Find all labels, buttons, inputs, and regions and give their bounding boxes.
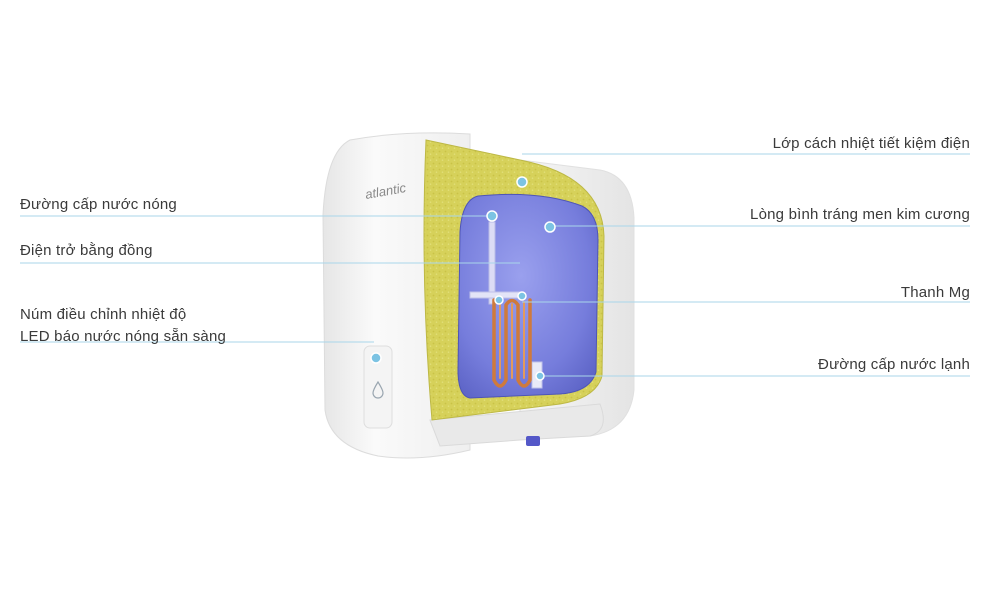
dot-led (370, 352, 382, 364)
label-cold-water-pipe: Đường cấp nước lạnh (818, 356, 970, 373)
label-enamel-tank: Lòng bình tráng men kim cương (750, 206, 970, 223)
label-group-control: Núm điều chỉnh nhiệt độ LED báo nước nón… (20, 304, 226, 348)
dot-enamel (544, 221, 556, 233)
water-drop-icon (372, 380, 384, 399)
callout-dots (370, 176, 556, 381)
dot-insulation (516, 176, 528, 188)
bottom-inlet (526, 436, 540, 446)
hot-water-pipe-part (469, 291, 521, 299)
callout-lines (20, 153, 970, 377)
label-ready-led: LED báo nước nóng sẵn sàng (20, 328, 227, 345)
control-panel (363, 345, 393, 429)
label-mg-rod: Thanh Mg (900, 284, 970, 301)
dot-hot-water (486, 210, 498, 222)
dot-copper (494, 295, 504, 305)
dot-cold-water (535, 371, 545, 381)
dot-mg-rod (517, 291, 527, 301)
label-insulation-layer: Lớp cách nhiệt tiết kiệm điện (772, 135, 970, 152)
label-thermostat-knob: Núm điều chỉnh nhiệt độ (20, 306, 187, 323)
label-copper-heater: Điện trở bằng đồng (20, 242, 153, 259)
copper-heater-coil (492, 298, 532, 388)
bottom-shell (429, 403, 604, 447)
label-hot-water-pipe: Đường cấp nước nóng (20, 196, 177, 213)
brand-logo: atlantic (364, 180, 408, 202)
